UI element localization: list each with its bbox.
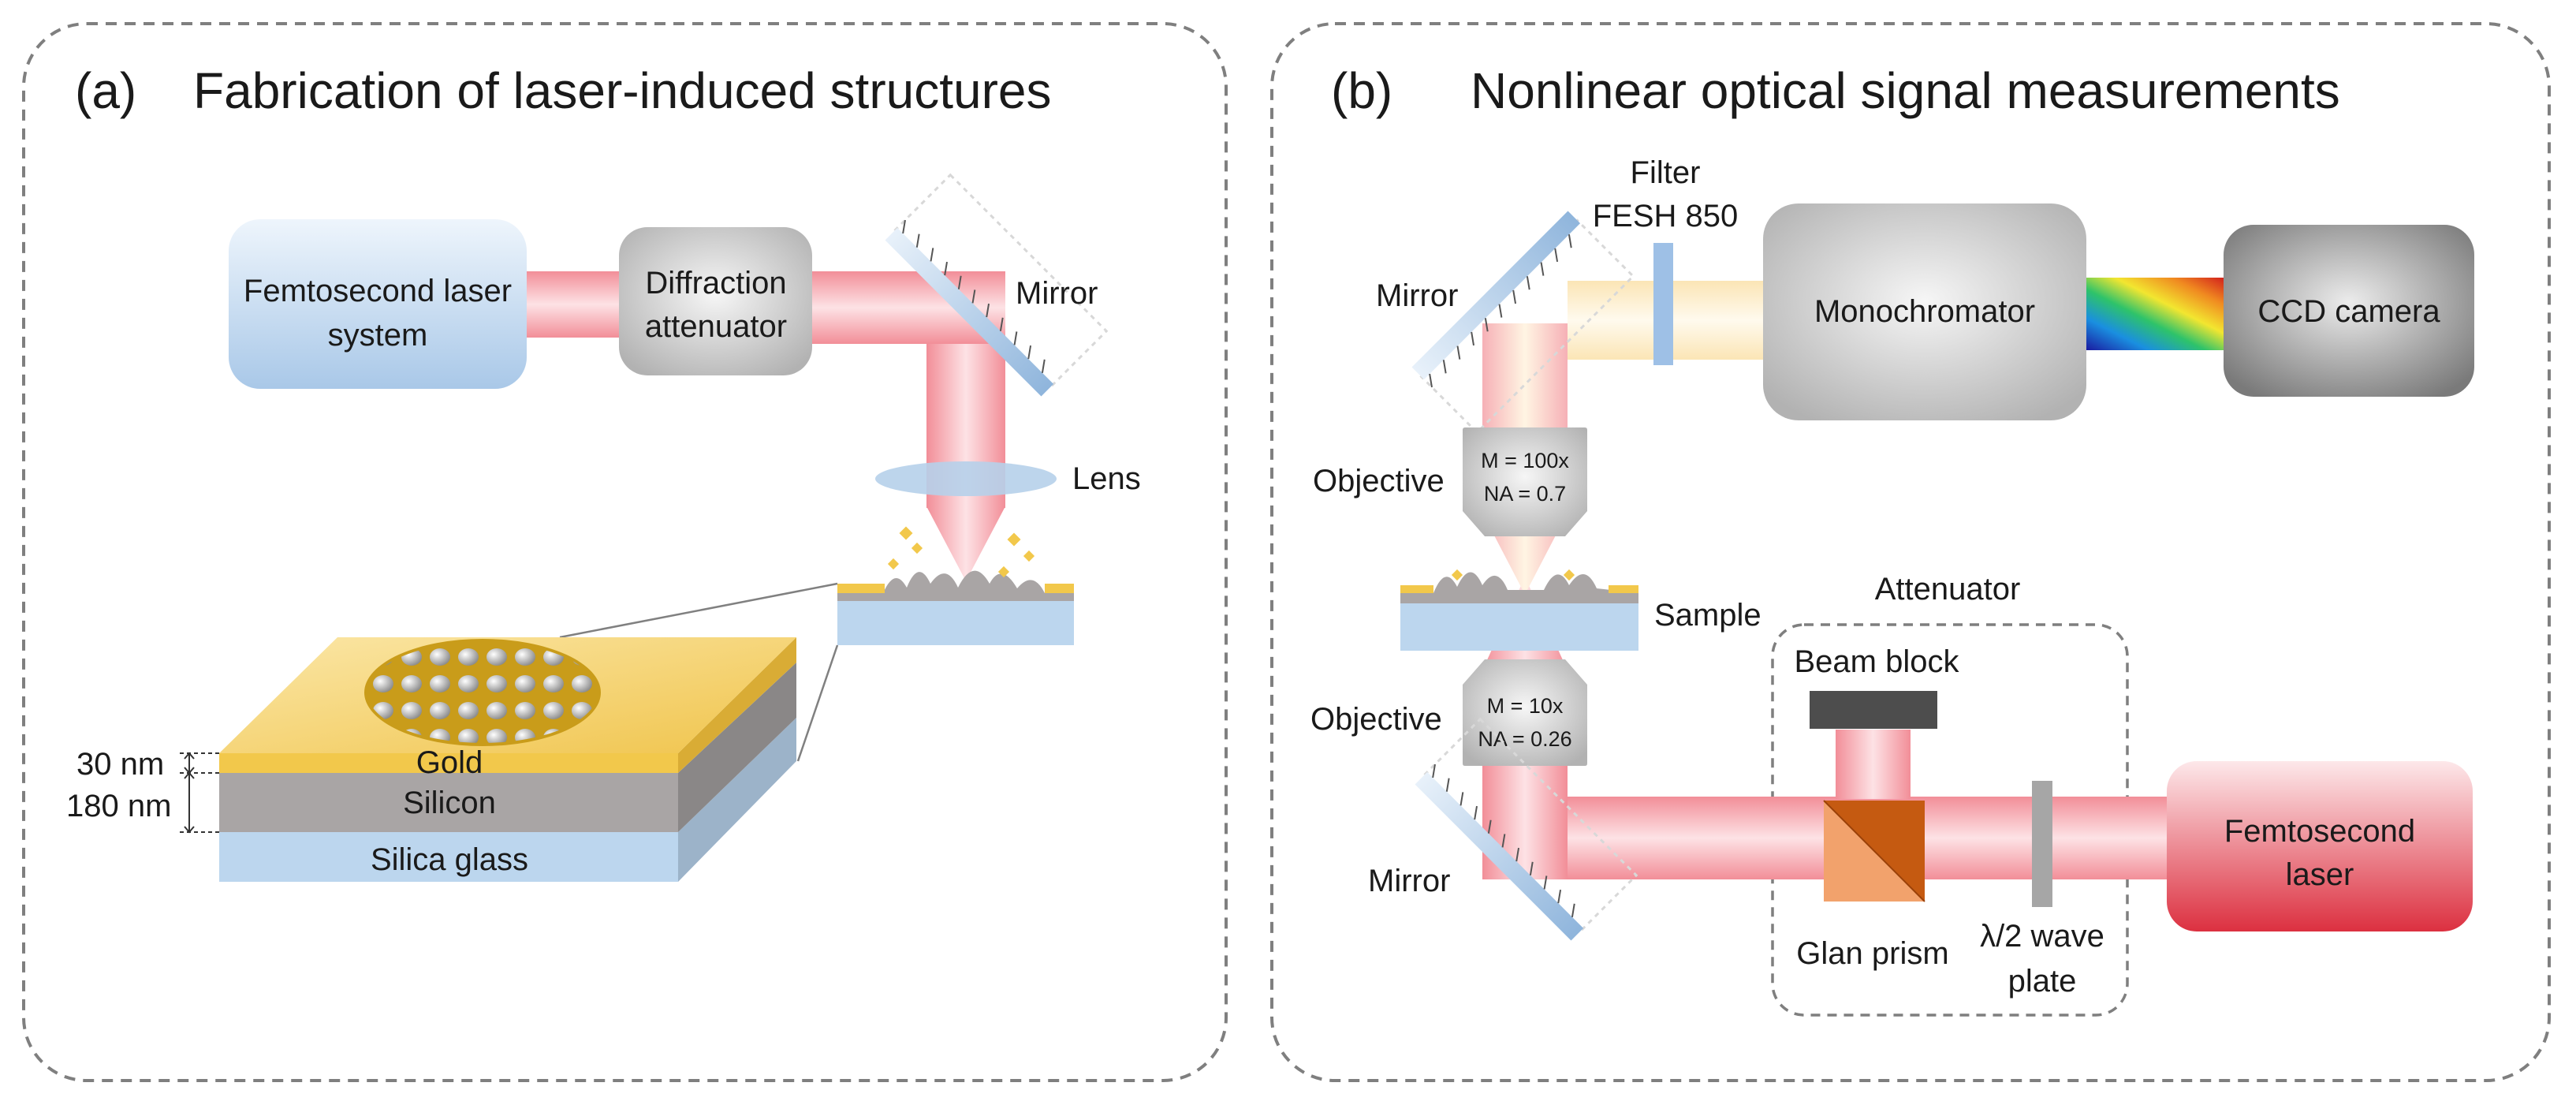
svg-text:Diffraction: Diffraction <box>645 266 786 301</box>
beam-a-1 <box>527 271 625 338</box>
fs-laser-b: Femtosecond laser <box>2167 761 2473 931</box>
panel-b-title: Nonlinear optical signal measurements <box>1471 62 2340 119</box>
lens-label: Lens <box>1072 461 1141 496</box>
waveplate-label-1: λ/2 wave <box>1980 919 2104 954</box>
panel-a: (a) Fabrication of laser-induced structu… <box>22 22 1228 1082</box>
gold-label: Gold <box>416 745 483 780</box>
thickness-markers <box>180 752 219 834</box>
mirror-b-bottom-label: Mirror <box>1368 864 1450 898</box>
panel-a-frame <box>22 22 1228 1082</box>
waveplate-label-2: plate <box>2008 964 2077 999</box>
mirror-b-top-label: Mirror <box>1376 278 1458 313</box>
filter-label-1: Filter <box>1631 155 1701 190</box>
svg-text:laser: laser <box>2286 857 2354 892</box>
glan-prism-label: Glan prism <box>1796 936 1948 971</box>
layer-silicon <box>219 773 678 832</box>
svg-text:NA = 0.7: NA = 0.7 <box>1484 482 1566 506</box>
panel-b: (b) Nonlinear optical signal measurement… <box>1270 22 2551 1082</box>
panel-b-frame <box>1270 22 2551 1082</box>
objective-bottom: M = 10x NA = 0.26 <box>1463 659 1587 766</box>
attenuator-label: Attenuator <box>1875 572 2021 607</box>
layer-stack: Gold Silicon Silica glass <box>219 637 796 882</box>
layer-gold <box>219 753 678 773</box>
beam-block-label: Beam block <box>1795 644 1960 679</box>
spectrum-beam <box>2086 278 2228 350</box>
focus-cone <box>926 506 1005 580</box>
svg-text:M = 10x: M = 10x <box>1487 694 1564 718</box>
monochromator: Monochromator <box>1763 203 2086 420</box>
beam-b-vertical-up <box>1482 323 1568 434</box>
zoom-line-bottom <box>796 644 839 762</box>
svg-text:M = 100x: M = 100x <box>1481 449 1569 472</box>
thickness-gold: 30 nm <box>76 747 164 782</box>
fs-laser-system: Femtosecond laser system <box>229 219 527 389</box>
objective-top: M = 100x NA = 0.7 <box>1463 427 1587 536</box>
svg-text:system: system <box>328 318 428 353</box>
svg-text:Monochromator: Monochromator <box>1814 294 2035 329</box>
glass-label: Silica glass <box>371 842 528 877</box>
beam-b-block <box>1836 730 1911 799</box>
objective-bottom-label: Objective <box>1310 702 1442 737</box>
mirror-a-label: Mirror <box>1016 276 1098 311</box>
svg-text:Femtosecond: Femtosecond <box>2224 814 2415 849</box>
svg-text:NA = 0.26: NA = 0.26 <box>1478 727 1571 751</box>
beam-block <box>1810 691 1937 729</box>
sample-b <box>1400 569 1638 651</box>
panel-a-title: Fabrication of laser-induced structures <box>193 62 1052 119</box>
svg-text:CCD camera: CCD camera <box>2257 294 2440 329</box>
waveplate <box>2032 781 2052 907</box>
mirror-a <box>885 173 1109 397</box>
layer-glass <box>219 832 678 882</box>
glan-prism <box>1823 800 1925 902</box>
zoom-line-top <box>559 582 838 639</box>
thickness-silicon: 180 nm <box>66 789 171 823</box>
lens <box>875 461 1057 496</box>
svg-text:attenuator: attenuator <box>645 309 787 344</box>
sample-a <box>837 526 1074 645</box>
diffraction-attenuator: Diffraction attenuator <box>619 227 812 375</box>
sample-label: Sample <box>1654 598 1761 633</box>
beam-a-3 <box>926 344 1005 454</box>
panel-b-tag: (b) <box>1331 62 1392 119</box>
filter <box>1653 243 1673 365</box>
silicon-label: Silicon <box>403 786 496 820</box>
filter-label-2: FESH 850 <box>1593 199 1739 233</box>
ccd-camera: CCD camera <box>2224 225 2474 397</box>
panel-a-tag: (a) <box>75 62 136 119</box>
objective-top-label: Objective <box>1313 464 1445 498</box>
svg-text:Femtosecond laser: Femtosecond laser <box>244 274 512 308</box>
